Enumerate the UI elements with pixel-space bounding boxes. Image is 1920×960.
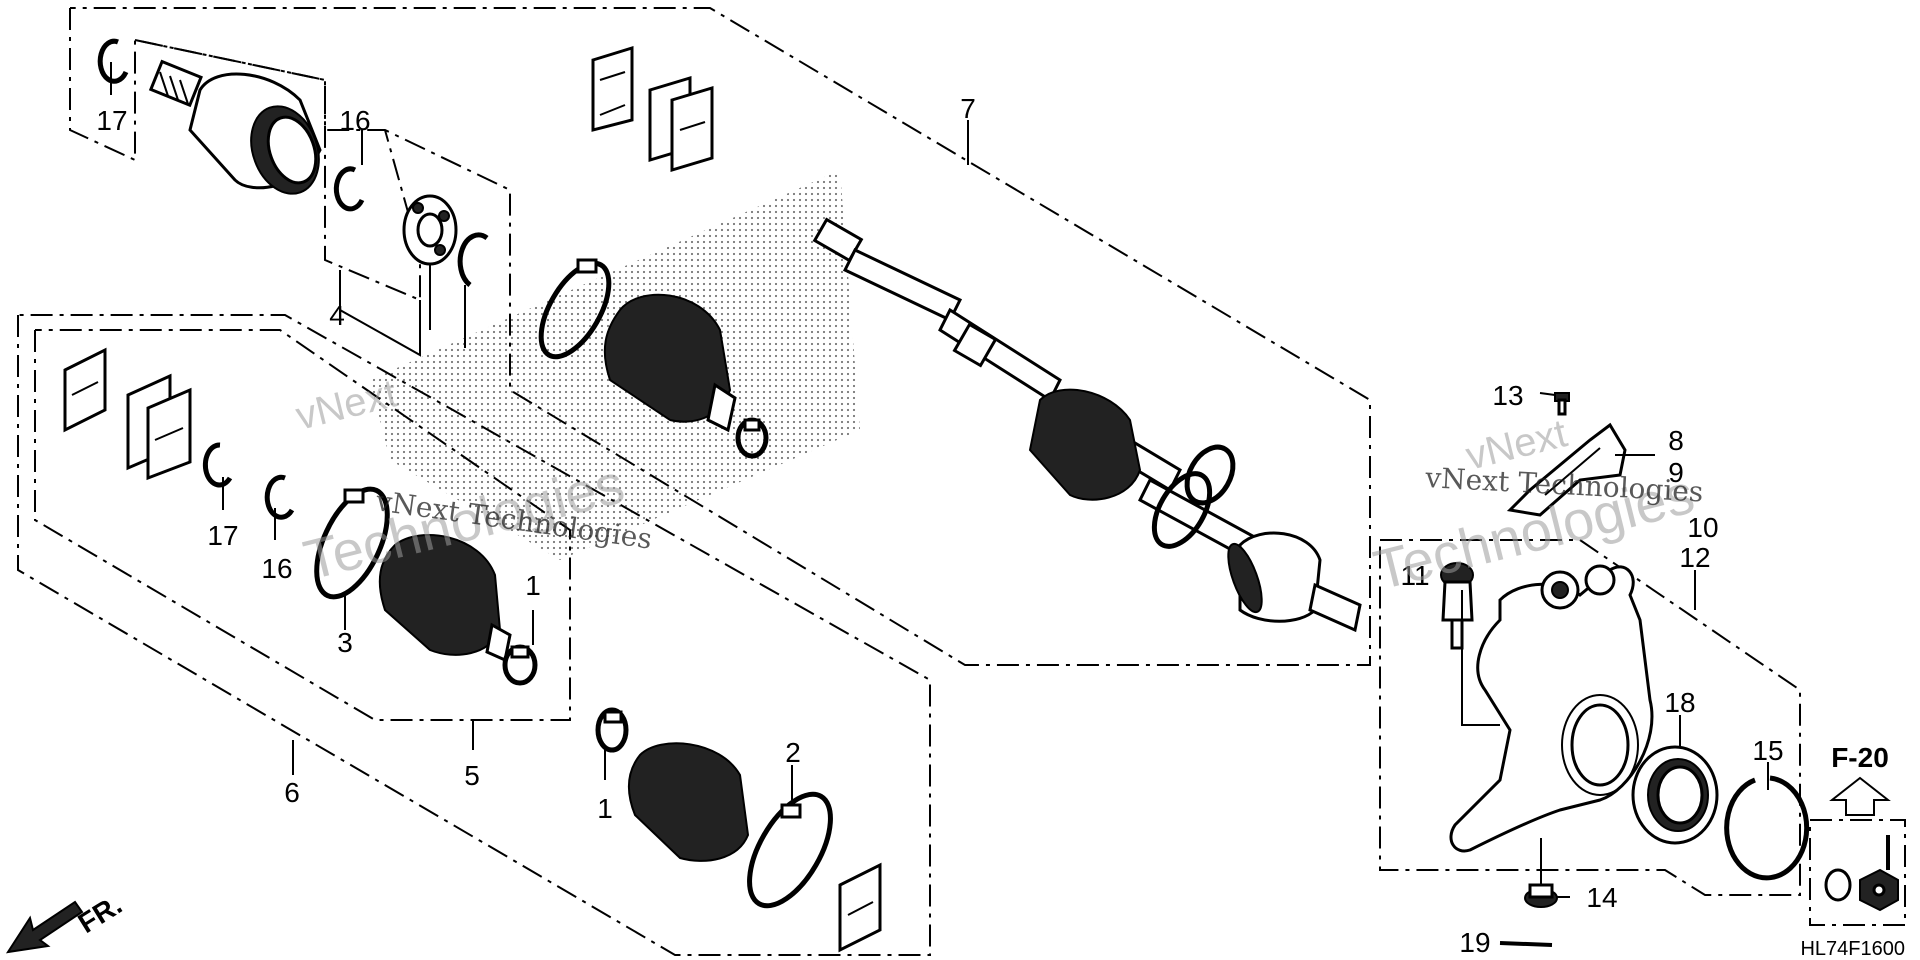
boot-band-icon <box>735 417 769 459</box>
front-direction-label: FR. <box>73 889 128 939</box>
callout-19: 19 <box>1459 927 1490 958</box>
boot-icon <box>628 742 750 862</box>
callout-7: 7 <box>960 93 976 124</box>
outline-nut-kit <box>1809 819 1906 926</box>
circlip-icon <box>202 442 233 488</box>
callout-4: 4 <box>329 300 345 331</box>
snap-ring-icon <box>1724 775 1810 881</box>
drive-shaft-icon <box>812 217 1362 633</box>
callout-1: 1 <box>597 793 613 824</box>
nut-kit-icon <box>1824 835 1899 912</box>
callout-17: 17 <box>96 105 127 136</box>
callout-8: 8 <box>1668 425 1684 456</box>
boot-band-icon <box>538 258 612 360</box>
outline-assembly-12 <box>1379 539 1801 896</box>
bolt-icon <box>1554 392 1570 416</box>
boot-icon <box>378 534 512 663</box>
grease-packet-icon <box>63 347 192 481</box>
wheel-bearing-icon <box>1631 745 1719 845</box>
joint-housing-icon <box>148 59 322 195</box>
leader-line <box>339 270 421 357</box>
callout-5: 5 <box>464 760 480 791</box>
up-arrow-icon <box>1829 776 1891 816</box>
callout-13: 13 <box>1492 380 1523 411</box>
diagram-code: HL74F1600 <box>1800 938 1905 960</box>
outline-assembly-5 <box>34 329 571 721</box>
boot-icon <box>603 293 737 433</box>
page-reference: F-20 <box>1831 742 1889 773</box>
nut-icon <box>1524 883 1558 908</box>
circlip-icon <box>264 474 295 520</box>
knuckle-icon <box>1449 564 1654 853</box>
grease-packet-icon <box>838 862 882 953</box>
cotter-pin-icon <box>1499 941 1553 947</box>
callout-16: 16 <box>339 105 370 136</box>
outline-assembly-6 <box>17 314 931 956</box>
grease-packet-icon <box>591 45 714 173</box>
bearing-cage-icon <box>402 194 458 266</box>
callout-6: 6 <box>284 777 300 808</box>
leader-line <box>1461 590 1500 726</box>
bracket-icon <box>1506 422 1627 517</box>
callout-12: 12 <box>1679 542 1710 573</box>
boot-band-icon <box>502 644 538 686</box>
front-direction-arrow-icon <box>5 900 84 954</box>
callout-14: 14 <box>1586 882 1617 913</box>
boot-band-icon <box>314 486 390 600</box>
callout-1: 1 <box>525 570 541 601</box>
circlip-icon <box>97 38 129 84</box>
callout-18: 18 <box>1664 687 1695 718</box>
leader-line <box>1539 392 1556 396</box>
circlip-icon <box>457 232 489 287</box>
callout-17: 17 <box>207 520 238 551</box>
outline-assembly-7 <box>69 7 1371 666</box>
circlip-icon <box>333 166 365 212</box>
callout-2: 2 <box>785 737 801 768</box>
callout-11: 11 <box>1400 560 1429 591</box>
callout-9: 9 <box>1668 457 1684 488</box>
boot-band-icon <box>595 707 629 753</box>
outline-assembly-4 <box>134 39 421 302</box>
ball-joint-icon <box>1440 562 1474 650</box>
callout-16: 16 <box>261 553 292 584</box>
callout-15: 15 <box>1752 735 1783 766</box>
callout-3: 3 <box>337 627 353 658</box>
callout-10: 10 <box>1687 512 1718 543</box>
boot-band-icon <box>747 791 833 909</box>
